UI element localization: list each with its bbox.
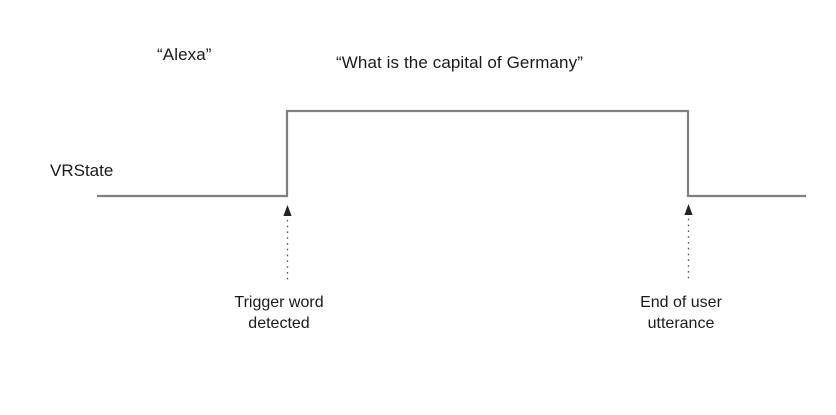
trigger-word-detected-caption: Trigger word detected (179, 292, 379, 334)
vrstate-signal-trace (97, 109, 806, 198)
end-of-user-utterance-caption-line1: End of user (640, 294, 722, 311)
end-utterance-arrowhead-icon (684, 204, 693, 215)
trigger-word-detected-caption-line2: detected (248, 315, 310, 333)
trigger-word-detected-caption-line1: Trigger word (234, 294, 324, 311)
trigger-word-arrowhead-icon (283, 205, 292, 216)
end-of-user-utterance-caption: End of user utterance (581, 292, 781, 334)
user-utterance-label: “What is the capital of Germany” (336, 53, 583, 72)
trigger-utterance-label: “Alexa” (157, 45, 212, 64)
trigger-word-pointer (283, 205, 292, 282)
end-utterance-pointer (684, 204, 693, 282)
signal-name-label: VRState (50, 161, 114, 180)
end-of-user-utterance-caption-line2: utterance (647, 315, 715, 333)
